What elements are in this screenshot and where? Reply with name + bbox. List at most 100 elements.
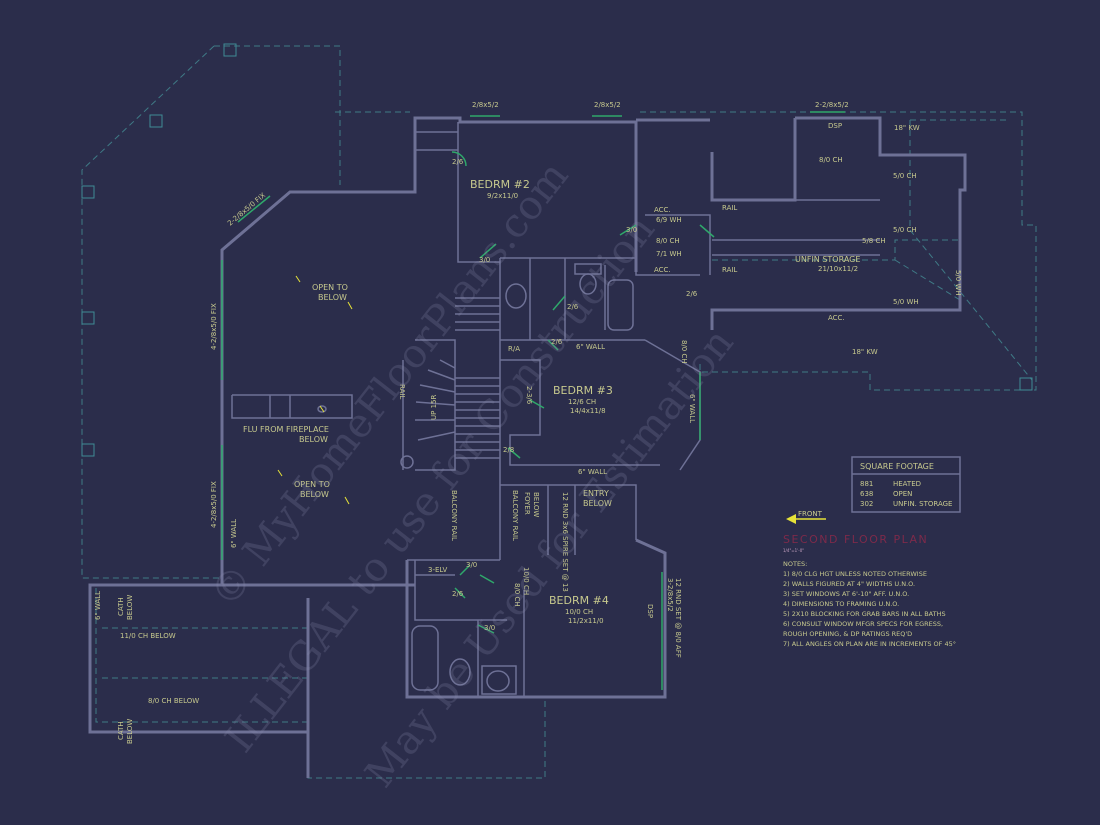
door-label-5: 2/6 <box>686 290 698 298</box>
door-label-6: 3/0 <box>479 256 490 264</box>
elevator-label: 3-ELV <box>428 566 448 574</box>
note-6b: ROUGH OPENING, & DP RATINGS REQ'D <box>783 630 912 638</box>
sf-value-heated: 881 <box>860 480 873 488</box>
room-dim-bed2: 9/2x11/0 <box>487 192 518 200</box>
acc-label-1: ACC. <box>654 206 671 214</box>
acc-label-3: ACC. <box>828 314 845 322</box>
ceiling-80-below: 8/0 CH BELOW <box>148 697 199 705</box>
square-footage-title: SQUARE FOOTAGE <box>860 462 934 471</box>
door-label-1: 2/6 <box>452 158 464 166</box>
ceiling-50-a: 5/0 CH <box>893 172 917 180</box>
wall-6-a: 6" WALL <box>576 343 605 351</box>
dsp-label-2: DSP <box>646 604 654 618</box>
rail-label-2: RAIL <box>722 204 737 212</box>
stair <box>400 297 500 469</box>
sf-label-storage: UNFIN. STORAGE <box>893 500 952 508</box>
square-footage-table: SQUARE FOOTAGE 881 HEATED 638 OPEN 302 U… <box>860 462 952 508</box>
wall-6-e: 6" WALL <box>94 591 102 620</box>
note-4: 4) DIMENSIONS TO FRAMING U.N.O. <box>783 600 899 608</box>
room-ceiling-bed4: 10/0 CH <box>565 608 593 616</box>
open-to-below-2b: BELOW <box>300 490 329 499</box>
room-name-bed4: BEDRM #4 <box>549 594 609 607</box>
dsp-label: DSP <box>828 122 842 130</box>
side-window-label-2: 12 RND SET @ 8/0 AFF <box>674 578 682 658</box>
wall-6-c: 6" WALL <box>688 394 696 423</box>
ceiling-10-label: 10/0 CH <box>522 567 530 595</box>
balcony-rail-2: BALCONY RAIL <box>511 490 519 541</box>
open-to-below-1a: OPEN TO <box>312 283 348 292</box>
sf-value-open: 638 <box>860 490 873 498</box>
sf-label-heated: HEATED <box>893 480 921 488</box>
room-dim-bed3: 14/4x11/8 <box>570 407 606 415</box>
note-3: 3) SET WINDOWS AT 6'-10" AFF. U.N.O. <box>783 590 909 598</box>
sf-label-open: OPEN <box>893 490 912 498</box>
room-name-bed3: BEDRM #3 <box>553 384 613 397</box>
flu-label-b: BELOW <box>299 435 328 444</box>
wall-height-50-b: 5/0 WH <box>954 270 962 296</box>
plan-scale: 1/4"=1'-0" <box>783 548 804 553</box>
notes-title: NOTES: <box>783 560 807 568</box>
door-label-8: 3/0 <box>484 624 495 632</box>
door-label-4: 2/6 <box>452 590 464 598</box>
ceiling-58: 5/8 CH <box>862 237 886 245</box>
note-5: 5) 2X10 BLOCKING FOR GRAB BARS IN ALL BA… <box>783 610 946 618</box>
window-label-5: 4-2/8x5/0 FIX <box>210 303 218 350</box>
sf-value-storage: 302 <box>860 500 873 508</box>
ceiling-80-d: 8/0 CH <box>680 340 688 364</box>
ceiling-50-b: 5/0 CH <box>893 226 917 234</box>
note-1: 1) 8/0 CLG HGT UNLESS NOTED OTHERWISE <box>783 570 927 578</box>
foyer-below-b: BELOW <box>532 492 540 517</box>
open-to-below-2a: OPEN TO <box>294 480 330 489</box>
cath-below-2b: BELOW <box>126 719 134 744</box>
side-window-label: 3-2/8x5/2 <box>666 578 674 612</box>
door-label-7: 3/0 <box>626 226 637 234</box>
open-to-below-1b: BELOW <box>318 293 347 302</box>
wall-height-69: 6/9 WH <box>656 216 682 224</box>
room-ceiling-bed3: 12/6 CH <box>568 398 596 406</box>
note-6: 6) CONSULT WINDOW MFGR SPECS FOR EGRESS, <box>783 620 943 628</box>
plan-title: SECOND FLOOR PLAN <box>783 533 928 546</box>
room-dim-storage: 21/10x11/2 <box>818 265 858 273</box>
riser-label: 12 RND 3x6 SPIRE SET @ 13 <box>561 492 569 592</box>
flu-label-a: FLU FROM FIREPLACE <box>243 425 329 434</box>
cath-below-1a: CATH <box>117 597 125 616</box>
window-label-3: 2-2/8x5/2 <box>815 101 849 109</box>
room-dim-bed4: 11/2x11/0 <box>568 617 604 625</box>
rail-label-3: RAIL <box>722 266 737 274</box>
window-label-6: 4-2/8x5/0 FIX <box>210 481 218 528</box>
bath-fixtures <box>317 263 634 695</box>
window-label-1: 2/8x5/2 <box>472 101 499 109</box>
return-air-label: R/A <box>508 345 520 353</box>
front-label: FRONT <box>798 510 823 518</box>
front-arrow <box>786 514 826 524</box>
acc-label-2: ACC. <box>654 266 671 274</box>
entry-below-b: BELOW <box>583 499 612 508</box>
ceiling-80-c: 8/0 CH <box>513 583 521 607</box>
wall-6-b: 6" WALL <box>578 468 607 476</box>
cath-below-2a: CATH <box>117 721 125 740</box>
ceiling-110-below: 11/0 CH BELOW <box>120 632 176 640</box>
room-name-storage: UNFIN STORAGE <box>795 255 860 264</box>
door-label-10: 2/8 <box>503 446 514 454</box>
note-2: 2) WALLS FIGURED AT 4" WIDTHS U.N.O. <box>783 580 915 588</box>
room-name-bed2: BEDRM #2 <box>470 178 530 191</box>
leader-arrows <box>277 275 353 505</box>
cath-below-1b: BELOW <box>126 595 134 620</box>
window-label-2: 2/8x5/2 <box>594 101 621 109</box>
exterior-walls <box>88 116 967 778</box>
knee-wall-2: 18" KW <box>852 348 878 356</box>
door-label-2: 2/6 <box>567 303 579 311</box>
square-footage-box <box>851 456 961 513</box>
rail-label-1: RAIL <box>398 384 406 399</box>
plan-title-block: SECOND FLOOR PLAN 1/4"=1'-0" NOTES: 1) 8… <box>783 533 956 648</box>
window-label-4: 2-2/8x5/0 FIX <box>226 191 267 227</box>
knee-wall-1: 18" KW <box>894 124 920 132</box>
ceiling-80-b: 8/0 CH <box>819 156 843 164</box>
door-label-9: 3/0 <box>466 561 477 569</box>
stair-up-label: UP 15R <box>430 395 438 420</box>
balcony-rail-1: BALCONY RAIL <box>450 490 458 541</box>
doors <box>221 111 845 690</box>
ceiling-80-a: 8/0 CH <box>656 237 680 245</box>
